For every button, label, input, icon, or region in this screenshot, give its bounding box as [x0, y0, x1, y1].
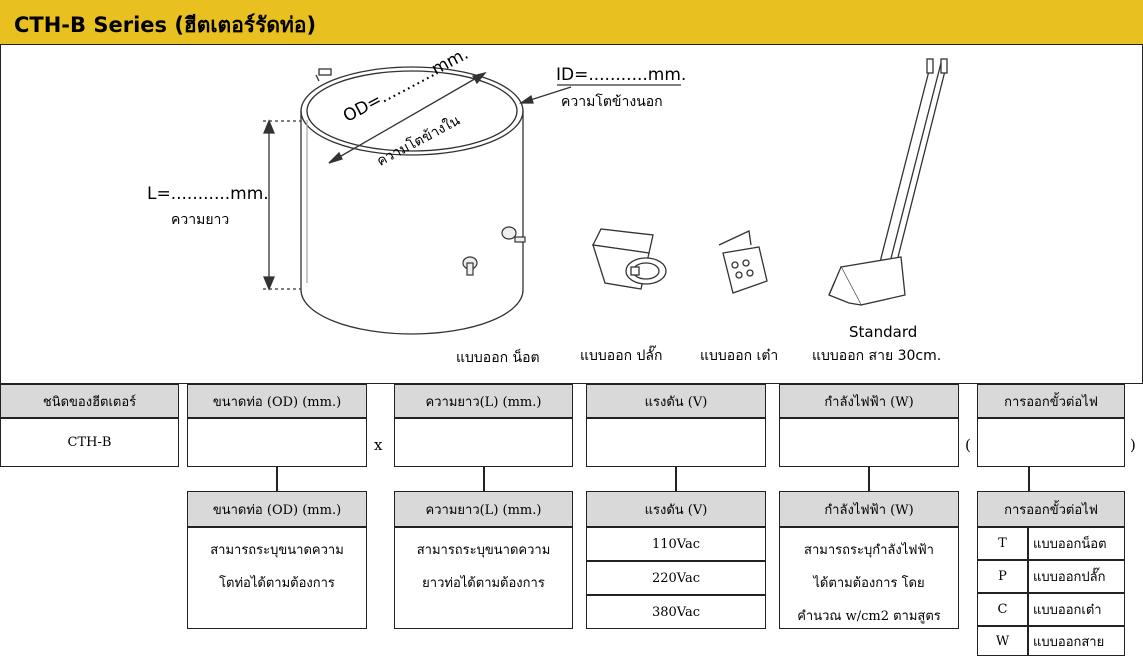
page-title: CTH-B Series (ฮีตเตอร์รัดท่อ) [0, 0, 1143, 44]
id-sublabel: ความโตข้างนอก [561, 94, 663, 110]
header-voltage: แรงดัน (V) [586, 384, 766, 418]
voltage-option-220[interactable]: 220Vac [586, 561, 766, 595]
heater-illustration [263, 58, 948, 335]
voltage-input[interactable] [586, 418, 766, 467]
detail-power-box [779, 527, 959, 629]
type-label-plug: แบบออก ปลั๊ก [580, 348, 663, 364]
header-od: ขนาดท่อ (OD) (mm.) [187, 384, 367, 418]
connection-option-nut[interactable]: แบบออกน็อต [1028, 527, 1125, 560]
type-label-nut: แบบออก น็อต [456, 350, 540, 366]
connector-line-connection [1028, 467, 1030, 491]
connector-line-od [276, 467, 278, 491]
voltage-option-110[interactable]: 110Vac [586, 527, 766, 561]
detail-length-line2: ยาวท่อได้ตามต้องการ [422, 576, 545, 591]
heater-diagram: OD=...........mm. ความโตข้างใน ID=......… [0, 44, 1143, 384]
connection-option-wire[interactable]: แบบออกสาย [1028, 626, 1125, 656]
connection-option-plug[interactable]: แบบออกปลั๊ก [1028, 560, 1125, 593]
connection-input[interactable] [977, 418, 1125, 467]
connector-line-power [868, 467, 870, 491]
length-label: L=...........mm. [147, 184, 269, 204]
detail-power-line2: ได้ตามต้องการ โดย [813, 576, 925, 591]
voltage-option-380[interactable]: 380Vac [586, 595, 766, 629]
detail-od-line1: สามารถระบุขนาดความ [210, 543, 344, 558]
od-input[interactable] [187, 418, 367, 467]
length-sublabel: ความยาว [171, 212, 230, 228]
detail-length-header: ความยาว(L) (mm.) [394, 491, 573, 527]
length-input[interactable] [394, 418, 573, 467]
detail-connection-header: การออกขั้วต่อไฟ [977, 491, 1125, 527]
connection-code-t: T [977, 527, 1028, 560]
connection-code-p: P [977, 560, 1028, 593]
connector-line-voltage [675, 467, 677, 491]
detail-power-header: กำลังไฟฟ้า (W) [779, 491, 959, 527]
detail-od-header: ขนาดท่อ (OD) (mm.) [187, 491, 367, 527]
standard-label: Standard [849, 323, 918, 341]
connection-code-c: C [977, 593, 1028, 626]
paren-open: ( [965, 436, 971, 454]
header-connection: การออกขั้วต่อไฟ [977, 384, 1125, 418]
detail-od-line2: โตท่อได้ตามต้องการ [219, 576, 335, 591]
detail-voltage-header: แรงดัน (V) [586, 491, 766, 527]
detail-power-line3: คำนวณ w/cm2 ตามสูตร [797, 609, 941, 624]
detail-length-box [394, 527, 573, 629]
header-heater-type: ชนิดของฮีตเตอร์ [0, 384, 179, 418]
detail-od-box [187, 527, 367, 629]
paren-close: ) [1130, 436, 1136, 454]
type-label-block: แบบออก เต๋า [700, 348, 779, 364]
detail-power-line1: สามารถระบุกำลังไฟฟ้า [804, 543, 934, 558]
header-power: กำลังไฟฟ้า (W) [779, 384, 959, 418]
id-label: ID=...........mm. [556, 65, 687, 85]
connector-line-length [483, 467, 485, 491]
detail-length-line1: สามารถระบุขนาดความ [416, 543, 551, 558]
power-input[interactable] [779, 418, 959, 467]
type-label-wire: แบบออก สาย 30cm. [812, 348, 942, 364]
heater-type-value: CTH-B [0, 418, 179, 467]
multiply-sign: x [374, 436, 383, 454]
connection-option-block[interactable]: แบบออกเต๋า [1028, 593, 1125, 626]
connection-code-w: W [977, 626, 1028, 656]
header-length: ความยาว(L) (mm.) [394, 384, 573, 418]
